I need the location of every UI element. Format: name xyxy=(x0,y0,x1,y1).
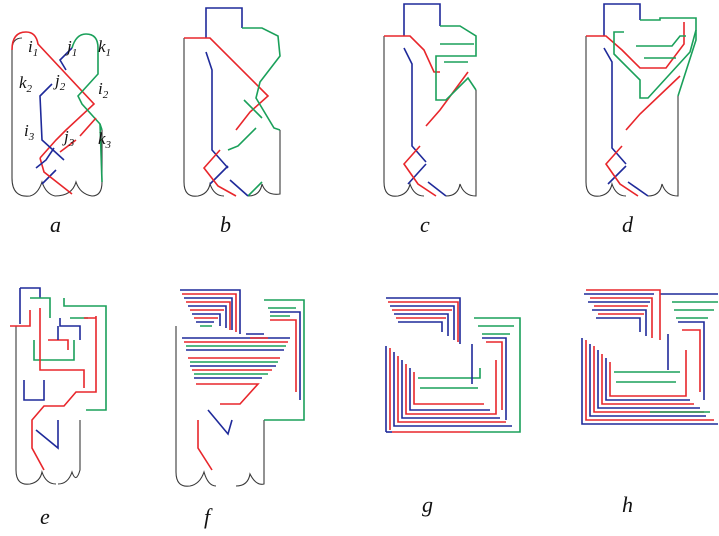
panel-label-c: c xyxy=(420,212,430,237)
panel-g-blue-nest xyxy=(385,297,512,432)
panel-f-red-nest xyxy=(182,293,288,405)
panel-b-outline xyxy=(183,38,281,197)
panel-c-outline xyxy=(383,36,477,197)
panel-b-green-middle xyxy=(227,99,263,151)
panel-g-blue-right xyxy=(471,337,507,420)
panel-c-blue-lower xyxy=(427,181,447,197)
panel-label-g: g xyxy=(422,492,433,517)
arc-label-k3: k3 xyxy=(98,129,112,151)
panel-h-diagram xyxy=(581,289,718,425)
panel-b-diagram xyxy=(183,7,281,197)
panel-d-outline xyxy=(585,36,679,197)
panel-a-left-outline xyxy=(11,37,56,197)
panel-a-blue-lower xyxy=(35,147,55,169)
arc-label-i1: i1 xyxy=(28,37,38,59)
panel-d-diagram xyxy=(585,3,697,197)
panel-label-h: h xyxy=(622,492,633,517)
panel-f-red-right xyxy=(250,319,297,392)
panel-f-red-lower xyxy=(197,420,213,471)
arc-label-i2: i2 xyxy=(98,79,109,101)
panel-c-green-mid xyxy=(440,43,474,63)
panel-b-red-top xyxy=(184,37,270,197)
panel-c-red-top xyxy=(384,35,469,197)
panel-f-blue-lower xyxy=(207,409,233,436)
panel-h-red-nest xyxy=(585,289,714,421)
panel-e-diagram xyxy=(10,287,107,485)
panel-f-green-nest xyxy=(186,299,305,421)
panel-d-blue-top xyxy=(603,3,641,185)
panel-a-green-right xyxy=(99,123,103,183)
panel-e-red-inner xyxy=(48,317,96,350)
panel-a-diagram xyxy=(11,31,103,197)
arc-label-j3: j3 xyxy=(62,127,75,149)
panel-c-diagram xyxy=(383,3,477,197)
panel-c-green-top xyxy=(435,25,477,101)
arc-label-j2: j2 xyxy=(53,71,66,93)
panel-e-red-frame xyxy=(10,308,97,471)
panel-label-d: d xyxy=(622,212,634,237)
panel-g-diagram xyxy=(385,297,521,433)
panel-g-green-nest xyxy=(418,317,521,433)
panel-d-green-right xyxy=(677,30,697,97)
panel-f-outline xyxy=(175,326,265,487)
arc-label-k1: k1 xyxy=(98,37,111,59)
panel-a-green-top-arc xyxy=(71,33,103,131)
panel-h-blue-nest xyxy=(581,293,718,425)
panel-d-red-top xyxy=(586,22,685,197)
panel-h-green-nest xyxy=(614,301,718,413)
panel-b-blue-top xyxy=(205,7,243,185)
panel-a-blue-strand xyxy=(39,47,73,185)
panel-g-red-nest xyxy=(388,301,506,430)
arc-label-i3: i3 xyxy=(24,121,35,143)
arc-label-k2: k2 xyxy=(19,73,33,95)
panel-e-green-frame xyxy=(30,297,107,411)
panel-e-outline xyxy=(15,326,81,485)
panel-h-blue-right xyxy=(667,321,705,400)
panel-c-blue-top xyxy=(403,3,441,185)
panel-h-red-right xyxy=(682,329,701,392)
panel-d-green-top xyxy=(613,17,697,99)
panel-d-blue-lower xyxy=(627,181,649,197)
panel-f-blue-nest xyxy=(180,289,290,379)
panel-b-green-top xyxy=(242,27,281,197)
panel-a-red-lower xyxy=(39,117,97,195)
panel-label-e: e xyxy=(40,504,50,529)
panel-label-b: b xyxy=(220,212,231,237)
panel-b-blue-middle xyxy=(229,179,249,197)
panel-e-blue-frame xyxy=(19,287,81,450)
panel-g-red-right xyxy=(392,341,503,433)
panel-f-blue-right xyxy=(246,311,301,400)
panel-a-red-top-arc xyxy=(11,31,96,159)
panel-label-a: a xyxy=(50,212,61,237)
panel-f-diagram xyxy=(175,289,305,487)
panel-d-green-mid xyxy=(636,35,686,59)
panel-label-f: f xyxy=(204,504,213,529)
arc-label-j1: j1 xyxy=(65,37,77,59)
